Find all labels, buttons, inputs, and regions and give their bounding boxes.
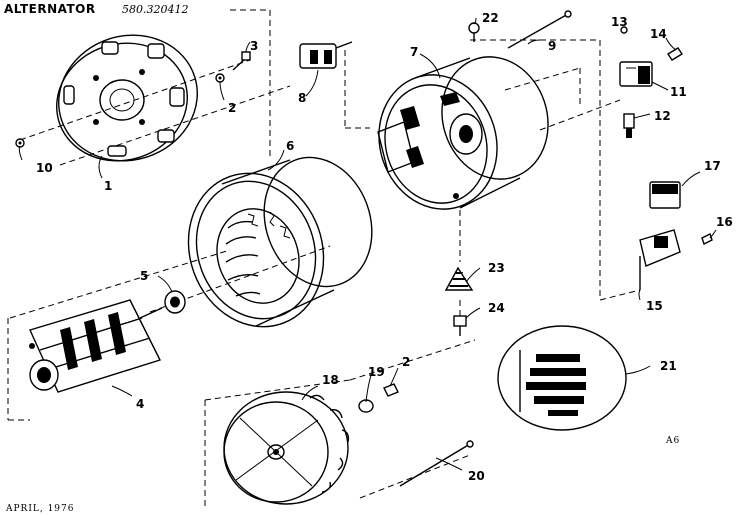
callout-19: 19 (368, 365, 385, 379)
callout-7: 7 (410, 45, 418, 59)
callout-21: 21 (660, 359, 677, 373)
callout-2-lower: 2 (402, 355, 410, 369)
part-12-fastener (623, 113, 635, 138)
callout-4: 4 (136, 397, 144, 411)
callout-16: 16 (716, 215, 733, 229)
callout-1: 1 (104, 179, 112, 193)
part-18-fan (223, 391, 350, 505)
part-20-through-bolt (399, 440, 474, 487)
callout-12: 12 (654, 109, 671, 123)
callout-3: 3 (250, 39, 258, 53)
callout-24: 24 (488, 301, 505, 315)
callout-17: 17 (704, 159, 721, 173)
callout-20: 20 (468, 469, 485, 483)
callout-11: 11 (670, 85, 687, 99)
part-2-nut-lower (383, 383, 399, 397)
part-7-slip-ring-end-housing (377, 56, 549, 210)
part-13-washer (620, 26, 628, 34)
part-10-washer (15, 138, 25, 148)
callout-18: 18 (322, 373, 339, 387)
part-8-brush-holder (299, 41, 353, 69)
callout-14: 14 (650, 27, 667, 41)
part-14-screw (667, 47, 683, 61)
callout-labels: 10 1 2 3 4 5 6 7 8 9 11 12 13 14 15 16 1… (36, 11, 733, 483)
part-9-through-bolt (507, 10, 572, 49)
callout-8: 8 (298, 91, 306, 105)
part-23-insulator (444, 266, 474, 291)
callout-15: 15 (646, 299, 663, 313)
part-2-nut-upper (215, 73, 225, 83)
part-4-rotor (29, 299, 163, 393)
part-6-stator (187, 156, 373, 328)
callout-10: 10 (36, 161, 53, 175)
callout-5: 5 (140, 269, 148, 283)
callout-2-upper: 2 (228, 101, 236, 115)
footer-date: APRIL, 1976 (5, 504, 75, 514)
part-5-bearing (164, 290, 186, 314)
part-17-regulator-cover (649, 181, 681, 209)
callout-23: 23 (488, 261, 505, 275)
callout-13: 13 (611, 15, 628, 29)
part-22-screw (468, 22, 480, 42)
footer-code: A6 (665, 436, 680, 446)
leader-lines (18, 17, 717, 471)
part-15-regulator (639, 229, 681, 290)
model-number: 580.320412 (122, 3, 188, 16)
callout-6: 6 (286, 139, 294, 153)
part-16-screw (701, 233, 713, 245)
diagram-title: ALTERNATOR (4, 2, 96, 16)
callout-22: 22 (482, 11, 499, 25)
part-1-drive-end-housing (56, 34, 198, 162)
part-21-rectifier-plate (497, 325, 627, 431)
part-11-terminal-block (619, 61, 653, 87)
callout-9: 9 (548, 39, 556, 53)
part-24-bolt (453, 315, 467, 336)
